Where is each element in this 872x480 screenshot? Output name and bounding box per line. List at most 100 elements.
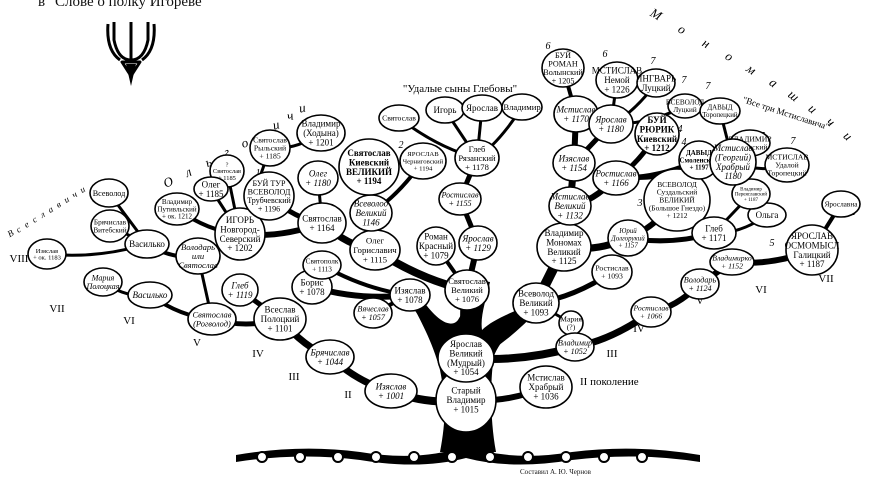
person-node-text: Рыльский <box>254 144 286 153</box>
branch-number-n6a: 6 <box>546 41 551 52</box>
person-node-text: Олег <box>309 168 328 178</box>
person-node-text: + 1205 <box>552 77 575 86</box>
person-node-circle <box>444 269 490 311</box>
person-node-text: Ярослав <box>594 114 626 124</box>
person-node-text: Мстислав <box>713 143 753 153</box>
person-node-text: ВЛАДИМИР <box>728 135 771 144</box>
person-node-circle <box>221 273 259 307</box>
person-node-circle <box>27 238 67 270</box>
person-node-text: + 1197 <box>689 165 709 172</box>
generation-numeral-vii-left: VII <box>49 303 65 315</box>
person-node-circle <box>378 104 420 132</box>
person-node-text: + 1194 <box>414 165 433 172</box>
person-node-text: + 1093 <box>601 272 623 281</box>
person-node-vladimir-1201: Владимир(Ходына)+ 1201 <box>296 114 346 152</box>
branch-number-n7c: 7 <box>706 81 712 92</box>
person-node-text: Володарь <box>684 275 717 284</box>
person-node-text: Великий <box>451 285 483 295</box>
person-node-rostislav-1155: Ростислав+ 1155 <box>438 182 482 216</box>
person-node-text: Владимирко <box>712 254 752 263</box>
person-node-text: РЮРИК <box>640 124 675 134</box>
person-node-circle <box>588 104 634 144</box>
person-node-text: Святослав <box>213 168 241 175</box>
branch-number-n2: 2 <box>399 140 404 151</box>
person-node-circle <box>175 237 221 275</box>
person-node-text: Олег <box>366 236 385 246</box>
person-node-text: Мстислав <box>550 192 590 202</box>
vseslavichi-letter: а <box>46 204 55 215</box>
person-node-text: ОСМОМЫСЛ <box>785 240 840 250</box>
person-node-text: Изяслав <box>395 285 426 295</box>
person-node-text: ИГОРЬ <box>226 215 254 225</box>
olgovichi-letter: л <box>182 164 194 181</box>
person-node-text: + 1166 <box>603 178 629 188</box>
person-node-circle <box>249 129 291 167</box>
person-node-text: + 1157 <box>618 243 638 250</box>
person-node-text: Великий <box>356 208 387 218</box>
generation-numeral-v-right: V <box>696 295 704 307</box>
person-node-text: + 1196 <box>258 204 280 213</box>
person-node-text: + 1124 <box>688 284 711 293</box>
person-node-text: Старый <box>451 386 480 396</box>
person-node-circle <box>305 339 355 375</box>
person-node-text: Великий <box>449 348 482 358</box>
person-node-svyatoslav-g: Святослав <box>378 104 420 132</box>
person-node-text: + 1171 <box>702 233 727 243</box>
trident-foot <box>126 64 136 86</box>
person-node-text: или <box>192 251 204 261</box>
person-node-circle <box>214 207 266 261</box>
person-node-text: + 1078 <box>299 287 325 297</box>
person-node-circle <box>630 296 672 328</box>
person-node-circle <box>437 333 495 383</box>
person-node-circle <box>519 365 573 409</box>
person-node-text: + 1066 <box>640 312 663 321</box>
person-node-circle <box>416 226 456 266</box>
person-node-vladimirko-1152: Владимирко+ 1152 <box>709 248 755 276</box>
person-node-text: Изяслав <box>36 248 58 255</box>
person-node-izyaslav-1154: Изяслав+ 1154 <box>552 144 596 182</box>
person-node-text: Храбрый <box>529 382 564 392</box>
person-node-text: Немой <box>604 75 630 85</box>
person-node-gleb-1119: Глеб+ 1119 <box>221 273 259 307</box>
person-node-text: Владимир <box>503 102 540 112</box>
person-node-text: Владимир <box>558 338 592 347</box>
person-node-circle <box>243 171 295 221</box>
person-node-text: + 1187 <box>744 198 758 203</box>
person-node-text: Черниговский <box>403 158 444 165</box>
generation-numeral-vii-right: VII <box>818 273 834 285</box>
person-node-text: ВСЕВОЛОД <box>657 180 697 189</box>
monomashichi-letter: а <box>767 74 781 90</box>
person-node-text: (Рогволод) <box>193 318 231 328</box>
branch-number-n4b: 4 <box>682 137 687 148</box>
person-node-text: МСТИСЛАВ <box>765 153 808 162</box>
person-node-text: Владимир <box>740 187 762 192</box>
person-node-text: Всеволод <box>354 199 389 209</box>
generation-numeral-v-left: V <box>193 337 201 349</box>
person-node-text: + 1154 <box>561 163 587 173</box>
person-node-text: + 1078 <box>397 295 423 305</box>
person-node-text: 1180 <box>724 171 742 181</box>
ornament-curl <box>446 451 458 463</box>
olgovichi-letter: г <box>222 144 232 160</box>
person-node-text: + 1155 <box>448 199 471 208</box>
person-node-text: Мстислав <box>527 373 564 383</box>
person-node-circle <box>541 48 585 88</box>
page-title: в "Слове о полку Игореве" <box>38 0 208 10</box>
person-node-text: Путивльский <box>157 205 196 213</box>
generation-numeral-iv-left: IV <box>252 348 264 360</box>
vseslavichi-letter: в <box>54 199 62 210</box>
person-node-text: Ярослав <box>450 339 482 349</box>
